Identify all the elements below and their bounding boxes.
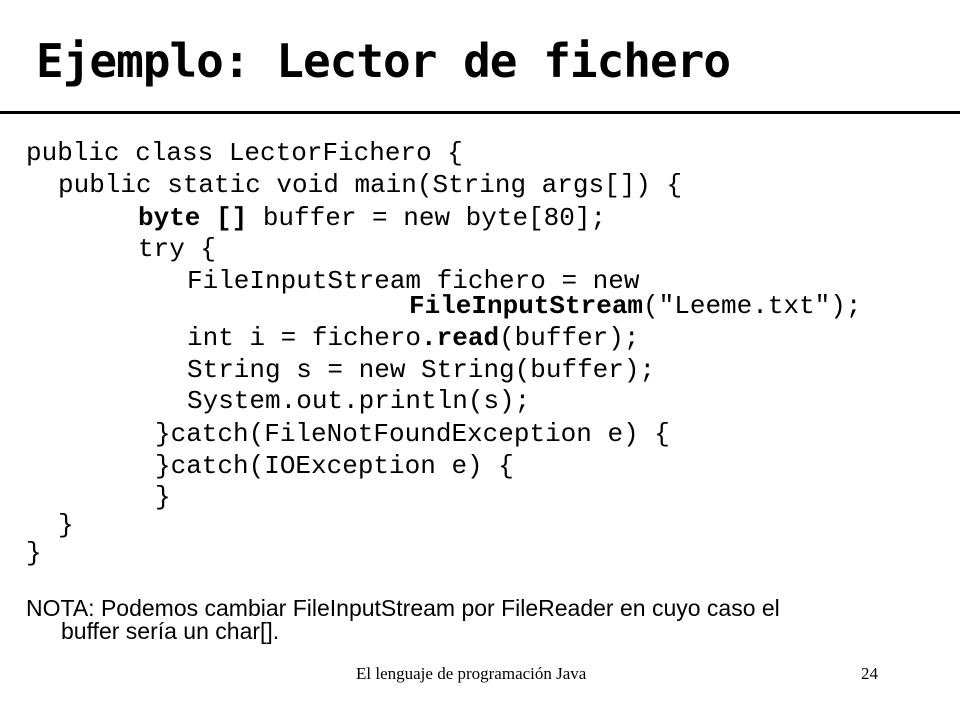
code-keyword: FileInputStream [409,291,644,321]
code-line: } [26,538,42,568]
code-line: public class LectorFichero { [26,138,463,168]
code-keyword: .read [421,323,500,353]
code-line: }catch(IOException e) { [155,451,514,481]
code-text: int i = fichero [187,323,422,353]
code-keyword: byte [] [138,203,248,233]
code-text: buffer = new byte[80]; [247,203,607,233]
code-line: public static void main(String args[]) { [58,170,683,200]
title-divider [0,111,960,114]
code-line: }catch(FileNotFoundException e) { [155,419,670,449]
note-line: NOTA: Podemos cambiar FileInputStream po… [26,595,780,621]
code-line: } [58,510,74,540]
code-line: } [155,482,171,512]
code-line: FileInputStream fichero = new [187,266,640,296]
slide-title: Ejemplo: Lector de fichero [36,34,731,88]
code-text: ("Leeme.txt"); [643,291,862,321]
code-text: (buffer); [499,323,640,353]
code-line: System.out.println(s); [187,386,531,416]
code-line: String s = new String(buffer); [187,355,656,385]
footer-course: El lenguaje de programación Java [356,664,587,683]
note-line: buffer sería un char[]. [61,618,280,644]
code-line: int i = fichero.read(buffer); [187,323,640,353]
code-line: try { [138,234,217,264]
page-number: 24 [861,664,878,683]
note-text: NOTA: Podemos cambiar FileInputStream po… [26,597,926,643]
code-line: FileInputStream("Leeme.txt"); [409,291,861,321]
code-line: byte [] buffer = new byte[80]; [138,203,606,233]
